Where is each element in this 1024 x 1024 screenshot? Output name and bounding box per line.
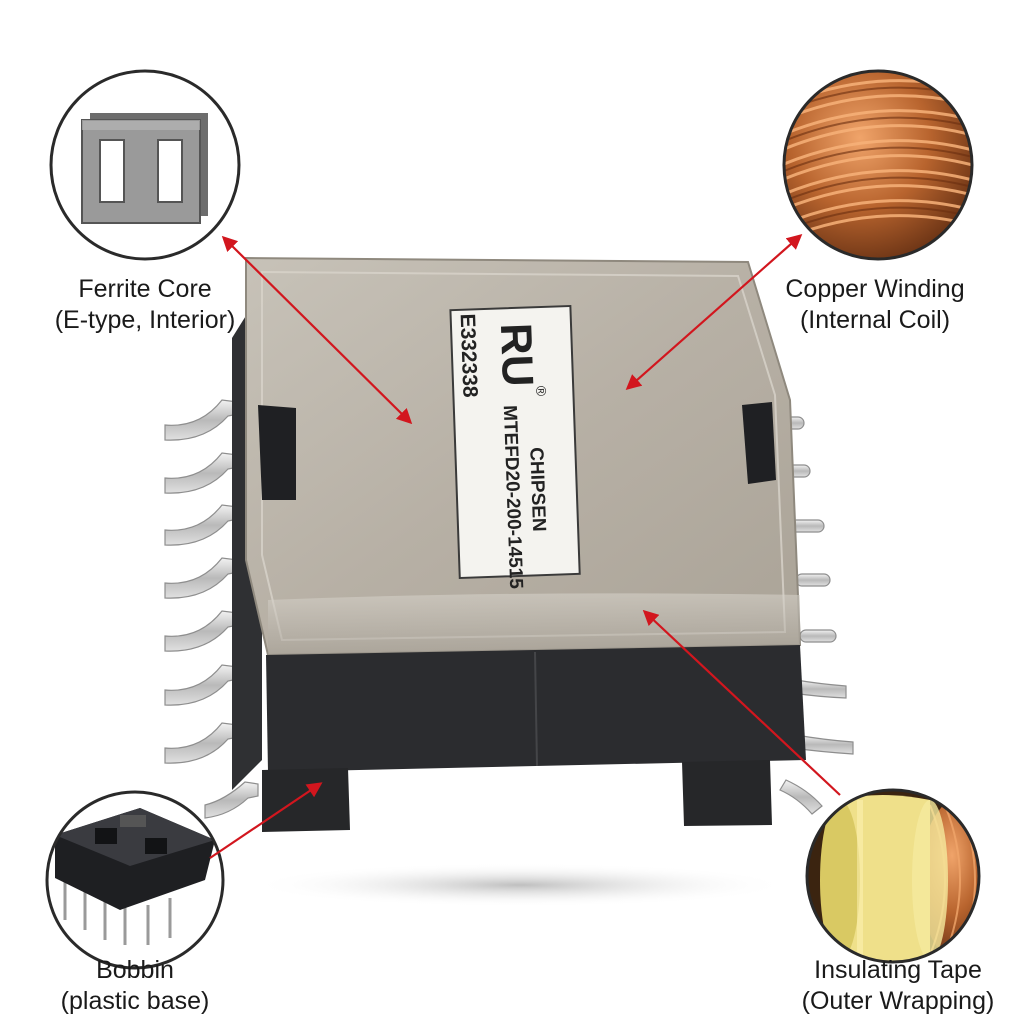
bobbin-foot-right (682, 760, 772, 826)
left-notch (258, 405, 296, 500)
bobbin-label: Bobbin (plastic base) (40, 955, 230, 1017)
bobbin-foot-left (262, 768, 350, 832)
ferrite-core-arrow (221, 235, 413, 425)
file-number-text: E332338 (456, 313, 482, 398)
bobbin-title: Bobbin (96, 956, 174, 984)
bobbin-subtitle: (plastic base) (60, 987, 210, 1015)
copper-winding-label: Copper Winding (Internal Coil) (770, 274, 980, 336)
ferrite-core-subtitle: (E-type, Interior) (54, 306, 236, 334)
bobbin-inset (45, 790, 225, 970)
left-pins (164, 399, 259, 819)
bobbin-arrow (209, 782, 323, 859)
floor-shadow (250, 863, 790, 907)
label-plate: RU ® E332338 CHIPSEN MTEFD20-200-14515 (449, 304, 581, 590)
right-notch (742, 402, 776, 484)
insulating-tape-inset (805, 788, 981, 964)
copper-winding-subtitle: (Internal Coil) (799, 306, 951, 334)
registered-mark: ® (533, 386, 549, 398)
copper-winding-inset (782, 69, 974, 261)
ferrite-core-icon (81, 113, 208, 224)
bobbin-icon (55, 808, 215, 945)
insulating-tape-title: Insulating Tape (814, 956, 982, 984)
ul-mark: RU (491, 322, 542, 387)
ferrite-core-title: Ferrite Core (78, 275, 212, 303)
copper-winding-arrow (625, 233, 803, 391)
callout-arrows (209, 233, 841, 859)
copper-coil-icon (784, 71, 972, 259)
ferrite-core-label: Ferrite Core (E-type, Interior) (30, 274, 260, 336)
insulating-tape-label: Insulating Tape (Outer Wrapping) (788, 955, 1008, 1017)
copper-winding-title: Copper Winding (785, 275, 965, 303)
brand-text: CHIPSEN (525, 447, 549, 532)
tape-coil-icon (807, 790, 979, 962)
ferrite-core-inset (49, 69, 241, 261)
insulating-tape-arrow (642, 609, 841, 796)
insulating-tape-subtitle: (Outer Wrapping) (801, 987, 995, 1015)
